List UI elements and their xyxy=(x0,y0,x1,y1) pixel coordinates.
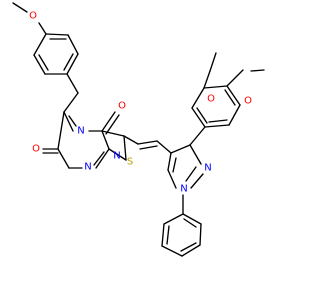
atom-N-triazine-bottom: N xyxy=(84,162,91,173)
atom-N-triazine-top: N xyxy=(77,126,84,137)
atom-O-carbonyl-right: O xyxy=(118,101,126,112)
atom-N-pyrazole-2: N xyxy=(204,163,211,174)
atom-O-carbonyl-left: O xyxy=(32,144,40,155)
atom-N-pyrazole-1: N xyxy=(180,184,187,195)
atom-S-thiazole: S xyxy=(127,157,133,168)
atom-O-meta-methoxy: O xyxy=(207,94,215,105)
chemical-structure: O N O N O O O N S N N xyxy=(12,2,265,257)
bond-skeleton xyxy=(12,2,265,257)
atom-O-methoxy-top: O xyxy=(29,11,37,22)
atom-labels: O N O N O O O N S N N xyxy=(29,11,252,195)
atom-N-bridge: N xyxy=(113,151,120,162)
atom-O-para-methoxy: O xyxy=(244,96,252,107)
